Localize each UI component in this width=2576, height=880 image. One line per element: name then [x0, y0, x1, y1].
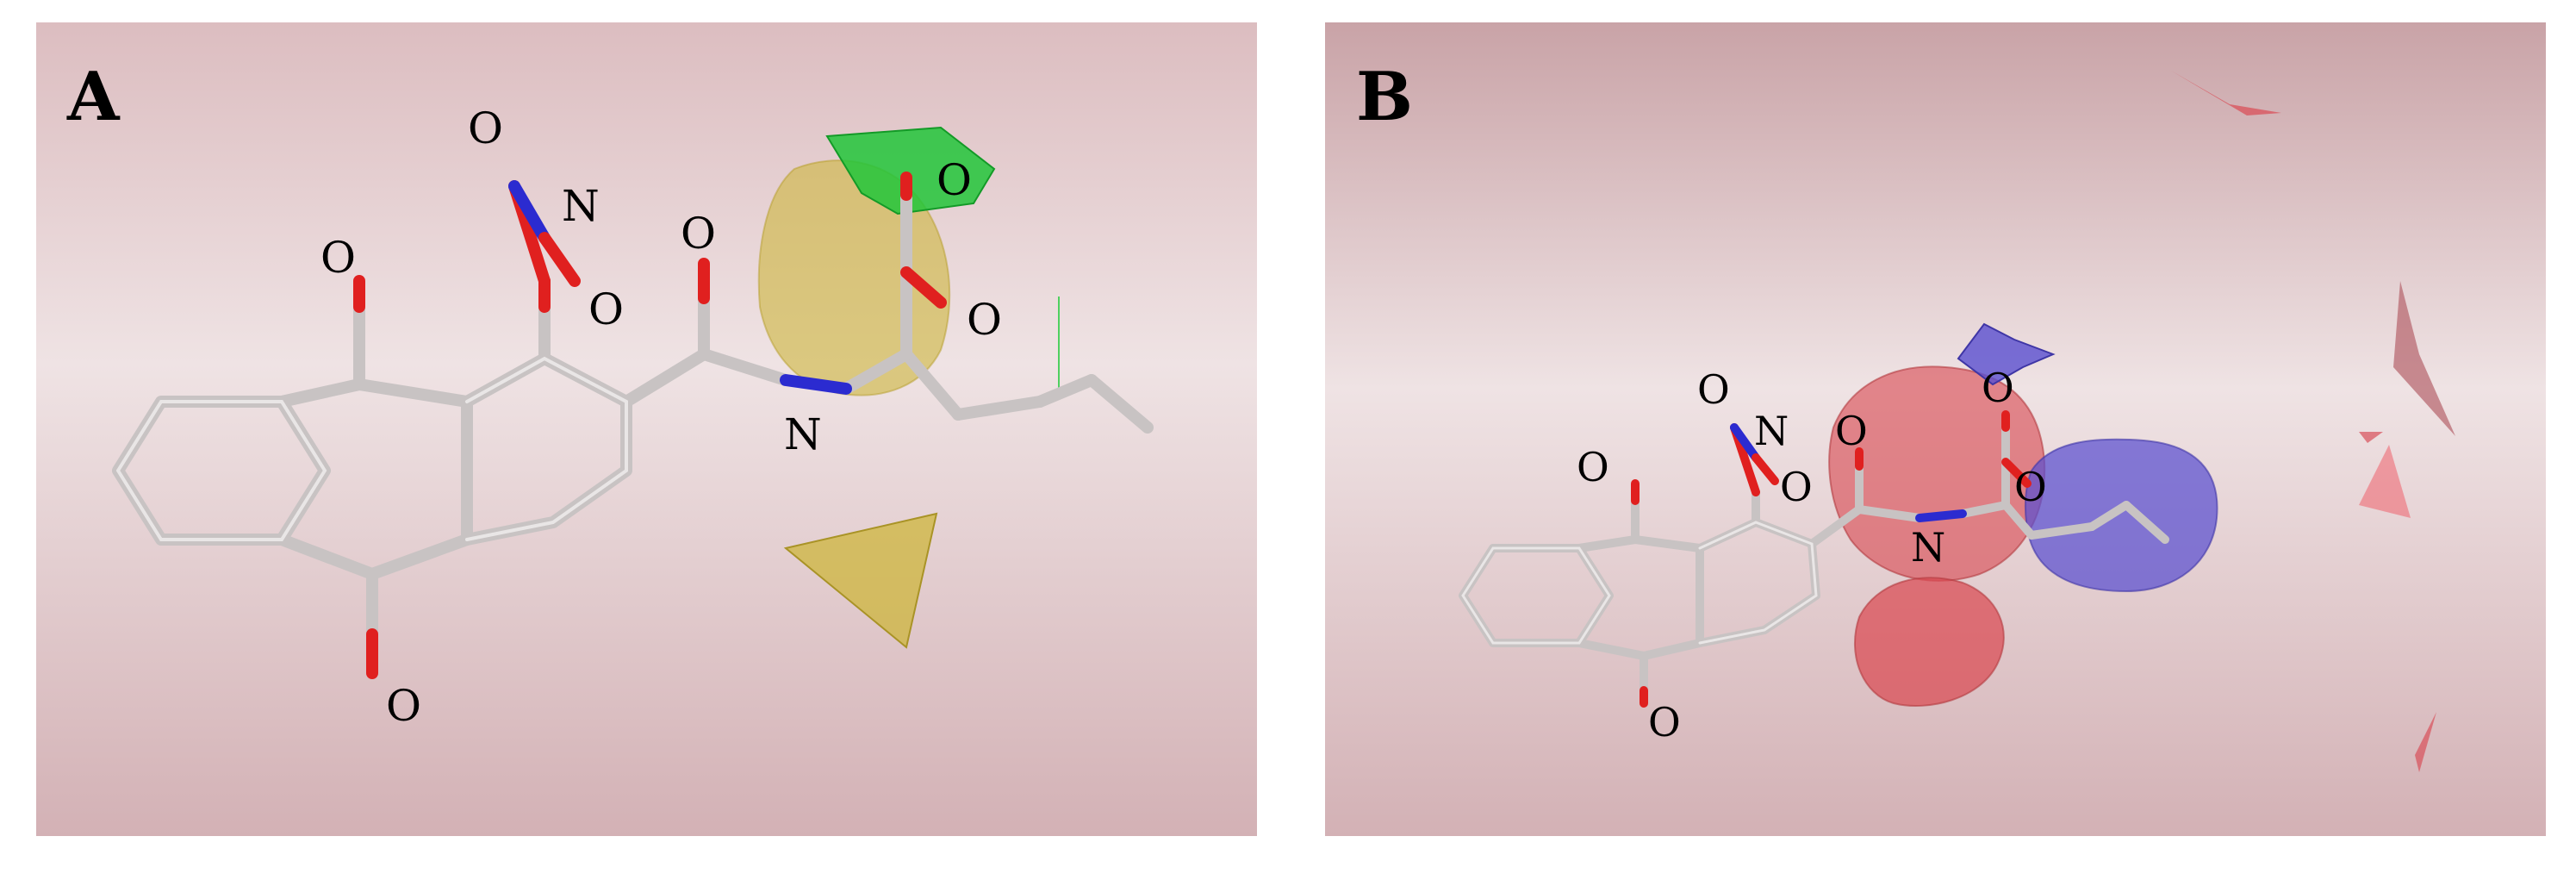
- atom-n-amide: N: [784, 409, 822, 459]
- molecule-a-hetero-bonds: [353, 172, 947, 679]
- atom-n-nitro: N: [1754, 408, 1789, 454]
- panel-a-background: [36, 22, 1257, 836]
- atom-o-nitro-bottom: O: [1780, 464, 1813, 510]
- atom-o-ketone-bottom: O: [386, 681, 421, 731]
- atom-o-acid-top: O: [936, 155, 972, 205]
- molecule-b-hetero-bonds: [1631, 410, 2032, 708]
- atom-o-ketone-bottom: O: [1648, 699, 1681, 746]
- electrostatic-red-shard-right: [2393, 281, 2455, 436]
- electrostatic-red-shard-triangle: [2359, 445, 2411, 518]
- electrostatic-blue-contour-large: [2024, 438, 2218, 593]
- atom-n-nitro: N: [562, 181, 600, 231]
- atom-o-acid-bottom: O: [2014, 464, 2047, 510]
- electrostatic-red-contour-lower: [1854, 577, 2005, 707]
- molecule-b-highlights: [1461, 521, 1818, 645]
- steric-yellow-contour-small: [783, 512, 938, 649]
- electrostatic-red-shard-bottom: [2415, 712, 2436, 772]
- panel-b: O N O O O O N O O B: [1325, 22, 2546, 836]
- atom-o-ketone-top: O: [1577, 444, 1609, 490]
- atom-o-nitro-bottom: O: [588, 284, 624, 334]
- panel-b-label: B: [1356, 58, 1413, 136]
- atom-o-amide: O: [681, 209, 716, 259]
- molecule-b-atom-labels: O N O O O O N O O: [1577, 365, 2047, 746]
- electrostatic-blue-contour-small: [1957, 322, 2056, 386]
- atom-o-acid-bottom: O: [967, 295, 1002, 345]
- molecule-a-atom-labels: O N O O O O N O O: [320, 103, 1002, 731]
- electrostatic-red-shard-mid: [2359, 432, 2383, 443]
- atom-o-nitro-top: O: [1697, 366, 1730, 413]
- panel-a-label: A: [67, 58, 120, 136]
- atom-n-amide: N: [1911, 524, 1945, 571]
- atom-o-ketone-top: O: [320, 233, 356, 283]
- atom-o-amide: O: [1835, 408, 1868, 454]
- panel-a-canvas: O N O O O O N O O: [36, 22, 1257, 836]
- atom-o-acid-top: O: [1982, 365, 2014, 411]
- steric-green-contour: [825, 126, 996, 215]
- molecule-a-highlights: [116, 356, 628, 541]
- atom-o-nitro-top: O: [468, 103, 503, 153]
- panel-b-canvas: O N O O O O N O O: [1325, 22, 2546, 836]
- panel-a: O N O O O O N O O A: [36, 22, 1257, 836]
